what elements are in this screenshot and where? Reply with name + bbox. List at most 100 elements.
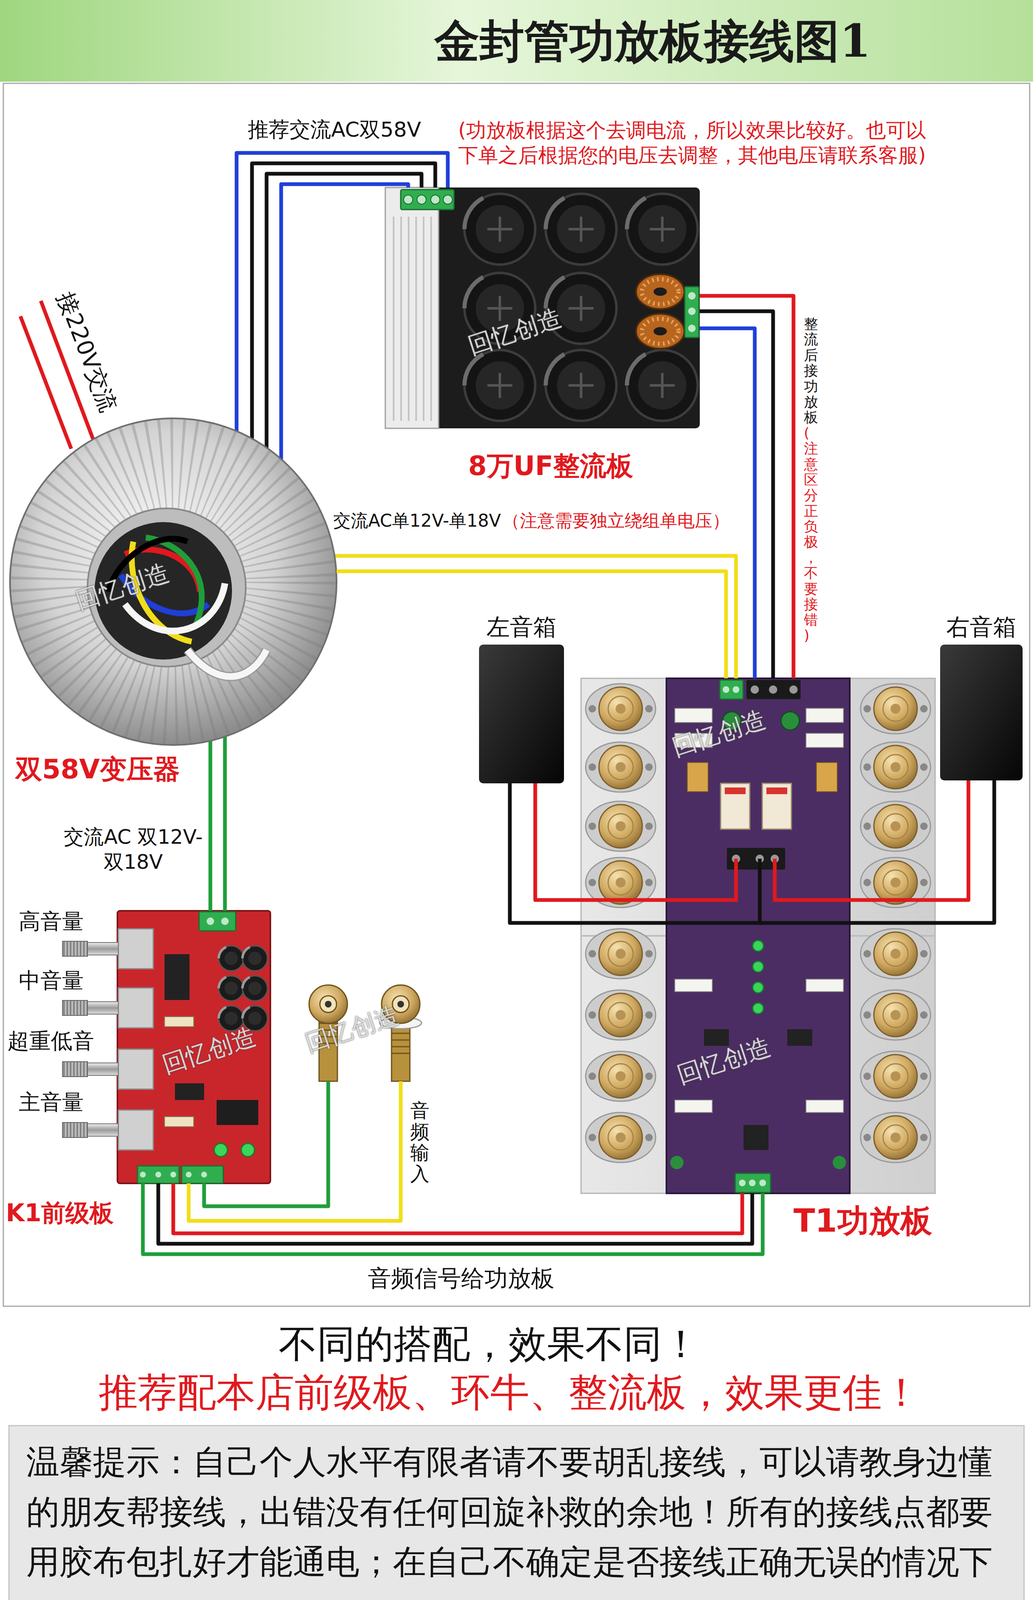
amplifier-art-part — [585, 683, 656, 734]
wire — [208, 744, 213, 911]
polarity-note: (注意区分正负极，不要接错) — [803, 425, 819, 644]
amplifier-art-part — [752, 960, 764, 972]
rectifier-art-part — [464, 349, 536, 421]
knob-label: 高音量 — [18, 908, 84, 934]
slogan: 不同的搭配，效果不同！ — [278, 1321, 701, 1366]
amplifier-art-part — [732, 686, 740, 693]
rectifier-art-part — [430, 194, 440, 205]
node-label: 音频输入 — [410, 1099, 430, 1184]
amplifier-art-part — [670, 1155, 684, 1169]
amplifier-art-part — [759, 1179, 767, 1186]
wire — [158, 1182, 753, 1244]
amplifier-art-part — [666, 678, 850, 1193]
mains-input-label: 接220V交流 — [52, 288, 122, 416]
amplifier-art-part — [750, 685, 759, 694]
preamp-art-part — [118, 1109, 154, 1150]
preamp-art-part — [164, 1116, 194, 1127]
wire — [935, 780, 995, 923]
rectifier-art — [385, 187, 700, 429]
speaker-art-part — [940, 644, 1023, 781]
edge-label: 推荐交流AC双58V — [247, 117, 422, 143]
amplifier-art-part — [674, 978, 713, 992]
node-label: K1前级板 — [5, 1198, 114, 1227]
amplifier-art-part — [805, 733, 844, 748]
wire — [336, 571, 727, 679]
amplifier-art-part — [780, 711, 800, 730]
wire-bundle — [236, 152, 448, 419]
preamp-art-part — [221, 917, 229, 925]
preamp-art-part — [181, 1165, 224, 1183]
edge-label: 音频信号给功放板 — [367, 1264, 555, 1292]
amplifier-art-part — [789, 685, 798, 694]
amplifier-art-part — [674, 708, 713, 723]
frame — [3, 83, 1030, 1306]
preamp-art-part — [164, 953, 190, 1000]
edge-label: 交流AC 双12V-双18V — [62, 823, 205, 874]
wire-bundle — [142, 1182, 763, 1254]
amplifier-art-part — [585, 1112, 656, 1163]
toroidal-transformer: 双58V变压器 — [9, 418, 337, 745]
node-label: 8万UF整流板 — [468, 450, 634, 482]
preamp-art-part — [185, 1171, 192, 1178]
amplifier-art-part — [774, 858, 936, 900]
node-label: 双58V变压器 — [15, 753, 180, 785]
wire — [535, 783, 582, 900]
wire — [252, 163, 436, 419]
preamp-art-part — [201, 1171, 208, 1178]
amplifier-art-part — [752, 940, 764, 951]
amplifier-art-part — [860, 683, 931, 734]
amplifier-art-part — [746, 679, 801, 699]
amplifier-art-part — [581, 858, 760, 923]
rectifier-art-part — [688, 291, 696, 300]
amplifier-art-part — [581, 678, 936, 1193]
amplifier-art-part — [585, 928, 656, 979]
wire — [173, 1182, 743, 1233]
title-band — [0, 0, 1033, 82]
rectifier-art-part — [545, 349, 617, 421]
title-band-part — [0, 0, 1033, 82]
transformer-art-part — [9, 418, 337, 745]
node-label: 温馨提示：自己个人水平有限者请不要胡乱接线，可以请教身边懂 的朋友帮接线，出错没… — [26, 1436, 1010, 1587]
knob-label: 超重低音 — [7, 1028, 95, 1054]
wire — [188, 1080, 401, 1221]
amplifier-art-part — [762, 783, 792, 829]
wire — [509, 783, 582, 923]
notice-band: 温馨提示：自己个人水平有限者请不要胡乱接线，可以请教身边懂 的朋友帮接线，出错没… — [8, 1424, 1025, 1600]
amplifier-art-part — [860, 989, 931, 1040]
wire — [266, 173, 422, 419]
wire-bundle — [699, 295, 794, 679]
preamp-art-part — [62, 1000, 88, 1016]
slogan: 推荐配本店前级板、环牛、整流板，效果更佳！ — [98, 1369, 921, 1415]
rectifier-art-part — [385, 187, 700, 429]
wire-bundle — [210, 744, 225, 911]
speaker-art-part — [479, 644, 564, 784]
amplifier-art-part — [787, 1028, 813, 1046]
wire — [223, 744, 228, 911]
amplifier-art-part — [860, 1112, 931, 1163]
rectifier-art-part — [641, 279, 679, 305]
preamp-art-part — [118, 928, 154, 969]
frame-part — [3, 83, 1030, 1306]
edge-label: 整流后接功放板 — [803, 316, 819, 426]
transformer-art-part — [59, 468, 287, 695]
preamp-art-part — [218, 975, 244, 1001]
rectifier-art-part — [403, 194, 413, 205]
amplifier-art-part — [585, 741, 656, 792]
amplifier-art-part — [816, 762, 838, 792]
diagram-title: 金封管功放板接线图1 — [434, 14, 871, 67]
wire — [142, 1182, 763, 1254]
rectifier-art-part — [653, 326, 667, 336]
amplifier-art-part — [743, 1124, 769, 1150]
rectifier-art-part — [641, 318, 679, 344]
speaker-box: 左音箱 — [479, 644, 564, 784]
rectifier-art-part — [688, 324, 696, 332]
transformer-art-part — [187, 649, 267, 677]
rectifier-art-part — [443, 194, 453, 205]
preamp-art-part — [164, 1016, 194, 1027]
amplifier-art — [581, 678, 936, 1193]
amplifier-art-part — [805, 708, 844, 723]
preamp-art-part — [117, 910, 271, 1183]
rca-jack-art-part — [324, 1000, 332, 1008]
preamp-art-part — [62, 1061, 88, 1077]
amplifier-art-part — [719, 679, 744, 699]
